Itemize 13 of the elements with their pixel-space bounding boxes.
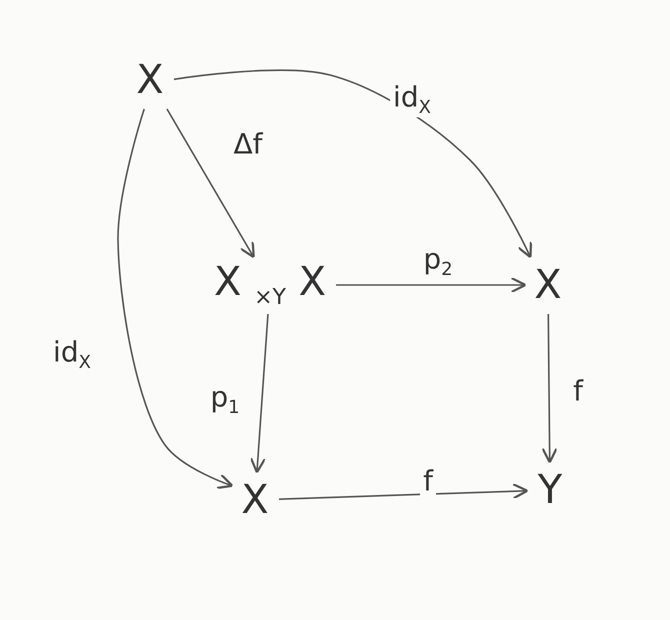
node-label: Y [538,470,562,510]
node-label: X $_{×Y}$ X [214,262,326,308]
node-label: X [136,60,164,100]
arrow [250,314,269,474]
node-label: X [534,265,562,305]
arrow [166,108,255,258]
arrow [174,69,532,258]
arrow [336,276,527,294]
arrow [117,108,234,489]
node-label: X [241,480,269,520]
edge-label: f [420,466,436,498]
arrow [541,314,558,464]
arrow [278,483,529,500]
